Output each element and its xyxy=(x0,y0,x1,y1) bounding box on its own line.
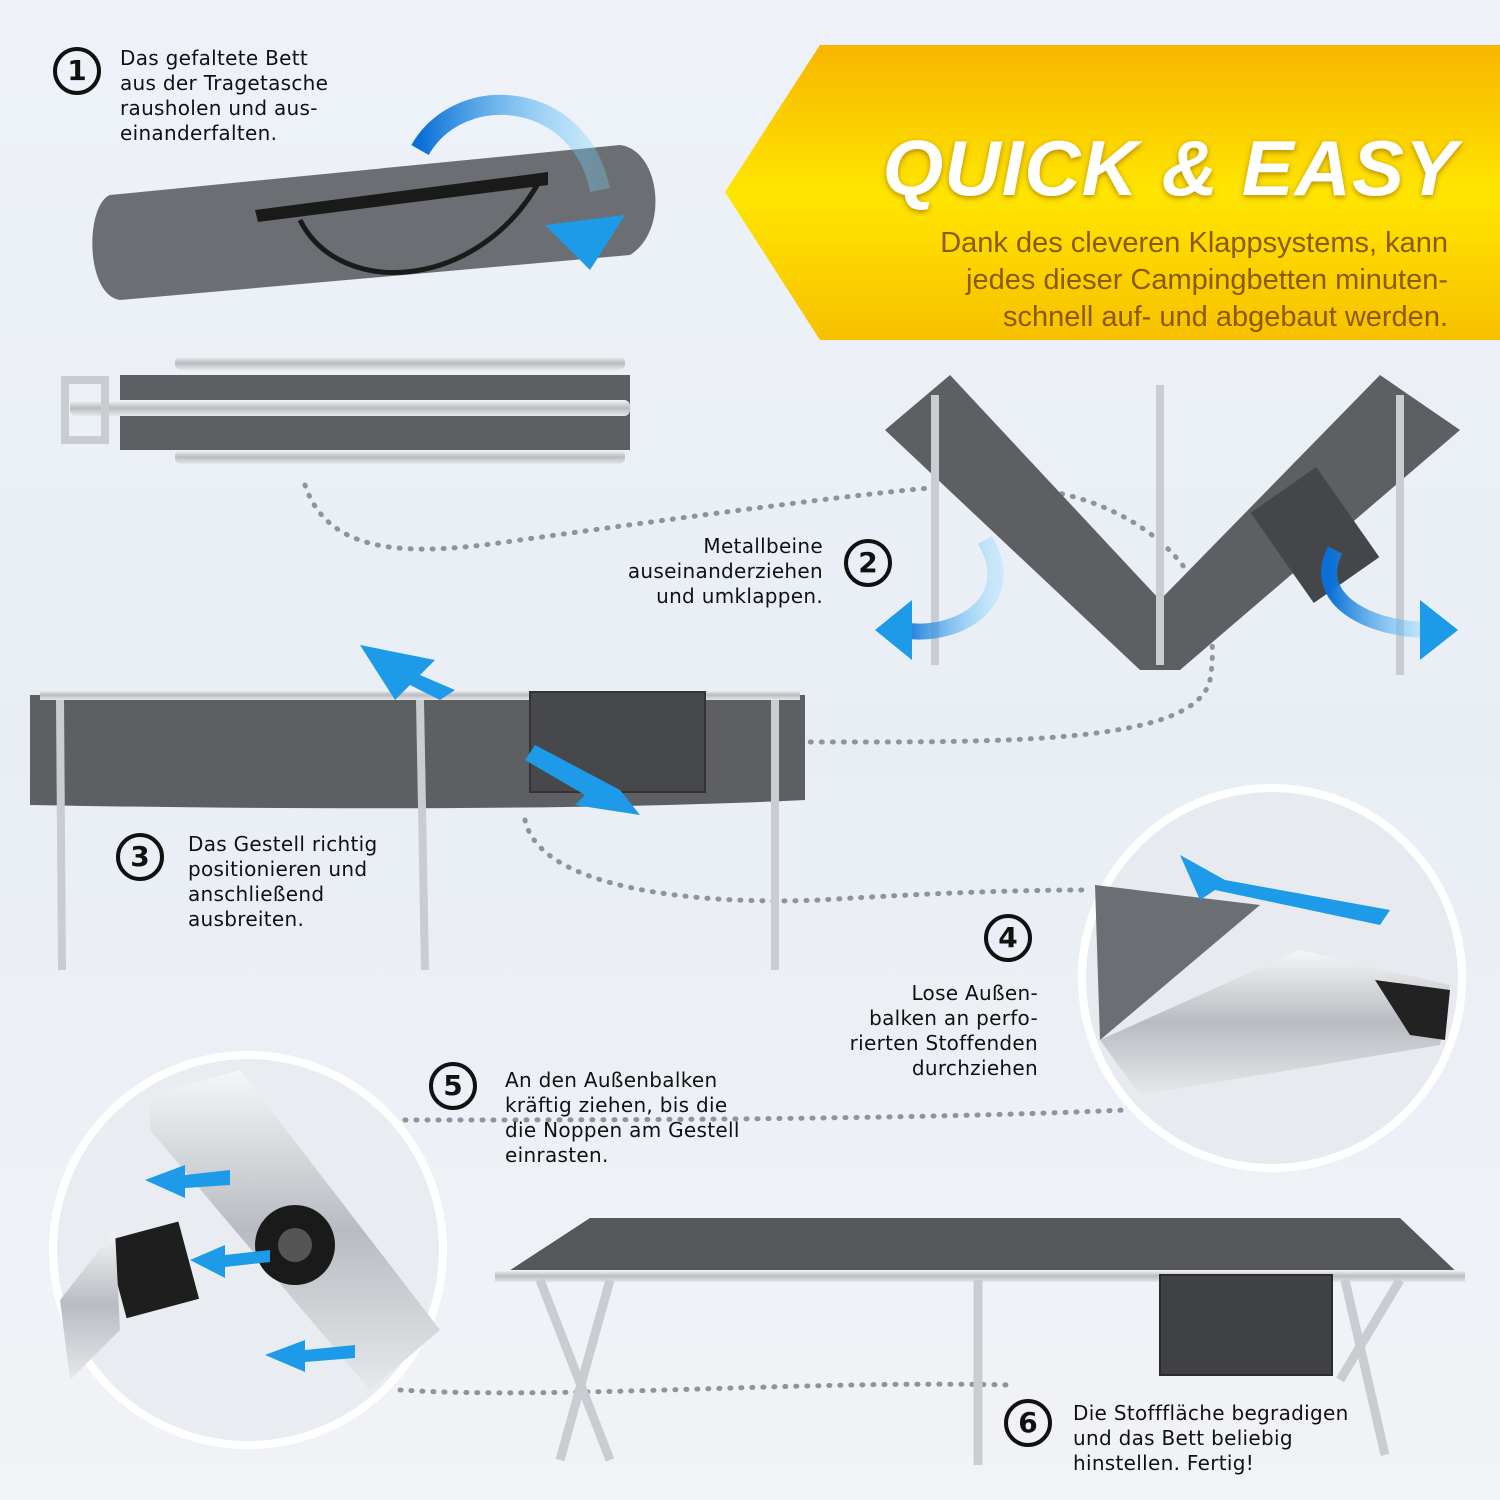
step-line: und das Bett beliebig xyxy=(1073,1426,1293,1450)
step-number-6: 6 xyxy=(1004,1399,1052,1447)
blue-arrow xyxy=(898,535,1004,640)
quick-easy-banner: QUICK & EASY Dank des cleveren Klappsyst… xyxy=(725,45,1500,340)
step-line: einanderfalten. xyxy=(120,121,278,145)
step-number-5: 5 xyxy=(429,1062,477,1110)
step-line: auseinanderziehen xyxy=(627,559,823,583)
step-1-text: Das gefaltete Bett aus der Tragetasche r… xyxy=(120,46,328,146)
banner-title: QUICK & EASY xyxy=(882,124,1458,212)
step-line: Die Stofffläche begradigen xyxy=(1073,1401,1349,1425)
step-line: ausbreiten. xyxy=(188,907,305,931)
step-line: aus der Tragetasche xyxy=(120,71,329,95)
step-number-4: 4 xyxy=(984,914,1032,962)
step-line: Das Gestell richtig xyxy=(188,832,378,856)
step-line: Lose Außen- xyxy=(911,981,1038,1005)
step-4-text: Lose Außen- balken an perfo- rierten Sto… xyxy=(850,981,1038,1081)
banner-shape xyxy=(725,45,1500,340)
step-line: kräftig ziehen, bis die xyxy=(505,1093,728,1117)
step-line: hinstellen. Fertig! xyxy=(1073,1451,1255,1475)
carry-bag-image xyxy=(92,145,656,300)
step-number-3: 3 xyxy=(116,833,164,881)
dotted-connectors xyxy=(302,482,1215,1396)
step-3-text: Das Gestell richtig positionieren und an… xyxy=(188,832,378,932)
blue-arrow xyxy=(525,745,640,815)
detail-circle-4 xyxy=(1078,784,1466,1172)
step-line: Das gefaltete Bett xyxy=(120,46,309,70)
step-line: balken an perfo- xyxy=(869,1006,1038,1030)
banner-line: Dank des cleveren Klappsystems, kann xyxy=(940,227,1448,259)
step-line: An den Außenbalken xyxy=(505,1068,718,1092)
step-5-text: An den Außenbalken kräftig ziehen, bis d… xyxy=(505,1068,740,1168)
step-line: durchziehen xyxy=(911,1056,1038,1080)
blue-arrow xyxy=(411,94,610,193)
banner-line: jedes dieser Campingbetten minuten- xyxy=(966,264,1448,296)
banner-description: Dank des cleveren Klappsystems, kann jed… xyxy=(940,225,1448,336)
detail-circle-5 xyxy=(49,1051,447,1449)
step-line: anschließend xyxy=(188,882,325,906)
unfolding-bed-image xyxy=(885,375,1460,675)
step-2-text: Metallbeine auseinanderziehen und umklap… xyxy=(628,534,823,609)
step-6-text: Die Stofffläche begradigen und das Bett … xyxy=(1073,1401,1349,1476)
step-line: die Noppen am Gestell xyxy=(505,1118,740,1142)
step-number-2: 2 xyxy=(844,539,892,587)
final-bed-image xyxy=(495,1218,1465,1465)
step-line: positionieren und xyxy=(188,857,368,881)
banner-line: schnell auf- und abgebaut werden. xyxy=(1003,301,1448,333)
blue-arrow xyxy=(360,645,455,700)
folded-frame-image xyxy=(61,356,630,464)
step-line: einrasten. xyxy=(505,1143,609,1167)
step-line: rierten Stoffenden xyxy=(849,1031,1038,1055)
spread-bed-image xyxy=(30,690,805,971)
step-number-1: 1 xyxy=(53,47,101,95)
step-line: Metallbeine xyxy=(703,534,823,558)
blue-arrow xyxy=(1321,546,1431,638)
step-line: rausholen und aus- xyxy=(120,96,318,120)
step-line: und umklappen. xyxy=(656,584,823,608)
